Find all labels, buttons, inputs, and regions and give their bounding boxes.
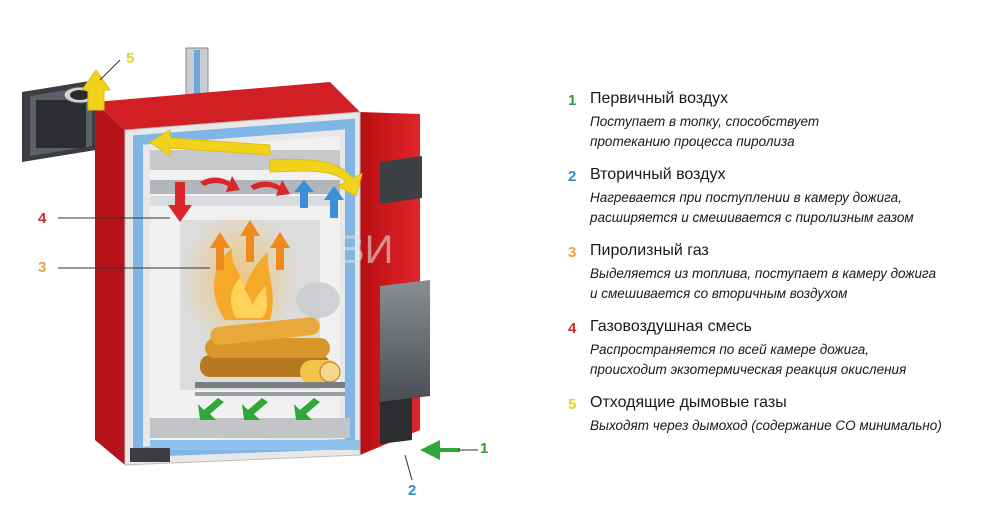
flue-outlet	[22, 80, 97, 162]
primary-air-arrows	[198, 398, 460, 460]
legend-item-number: 1	[568, 92, 577, 109]
legend-item-title: Газовоздушная смесь	[590, 318, 752, 335]
legend-item-description-line-1: Распространяется по всей камере дожига,	[590, 342, 869, 357]
legend-item-description-line-1: Выходят через дымоход (содержание CO мин…	[590, 418, 942, 433]
legend-item-description-line-2: происходит экзотермическая реакция окисл…	[590, 362, 907, 377]
legend-item-description-line-2: и смешивается со вторичным воздухом	[590, 286, 848, 301]
legend-item-description: Нагревается при поступлении в камеру дож…	[590, 188, 914, 228]
ash-pan	[150, 418, 360, 450]
legend-item-number: 4	[568, 320, 577, 337]
door-handle-middle	[380, 280, 430, 402]
boiler-illustration	[22, 47, 478, 481]
legend-item-title: Отходящие дымовые газы	[590, 394, 787, 411]
legend-item-description: Распространяется по всей камере дожига, п…	[590, 340, 906, 380]
grate	[195, 382, 345, 396]
boiler-foot	[130, 448, 170, 462]
leader-lines	[58, 59, 478, 481]
watermark: ВИ	[338, 228, 394, 272]
legend-item-description-line-1: Выделяется из топлива, поступает в камер…	[590, 266, 937, 281]
legend-item-title: Вторичный воздух	[590, 166, 726, 183]
callout-5: 5	[126, 50, 135, 67]
flame-icon	[213, 248, 273, 320]
callout-1: 1	[480, 440, 489, 457]
smoke-cloud	[296, 282, 340, 318]
callout-4: 4	[38, 210, 47, 227]
callout-3: 3	[38, 259, 47, 276]
legend-item-description: Поступает в топку, способствует протекани…	[590, 112, 819, 152]
pyrolysis-gas-arrows	[210, 220, 290, 270]
callout-2: 2	[408, 482, 417, 499]
secondary-air-arrows	[294, 180, 344, 218]
legend-item-description: Выходят через дымоход (содержание CO мин…	[590, 416, 942, 436]
flue-gas-arrows	[81, 69, 363, 197]
legend-item-number: 5	[568, 396, 577, 413]
legend-item-title: Пиролизный газ	[590, 242, 709, 259]
firewood-logs	[200, 317, 341, 384]
legend-item-number: 2	[568, 168, 577, 185]
door-handle-top	[380, 156, 422, 204]
boiler-diagram: 5 4 3 1 2 ВИ	[22, 47, 489, 499]
legend-item-description-line-2: протеканию процесса пиролиза	[590, 134, 795, 149]
gas-air-mixture-arrows	[168, 176, 290, 222]
legend-item-description: Выделяется из топлива, поступает в камер…	[590, 264, 936, 304]
legend-item-description-line-2: расширяется и смешивается с пиролизным г…	[590, 210, 914, 225]
legend-item-title: Первичный воздух	[590, 90, 729, 107]
legend-item-number: 3	[568, 244, 577, 261]
legend-item-description-line-1: Поступает в топку, способствует	[590, 114, 820, 129]
door-handle-bottom	[380, 398, 412, 444]
legend-item-description-line-1: Нагревается при поступлении в камеру дож…	[590, 190, 902, 205]
